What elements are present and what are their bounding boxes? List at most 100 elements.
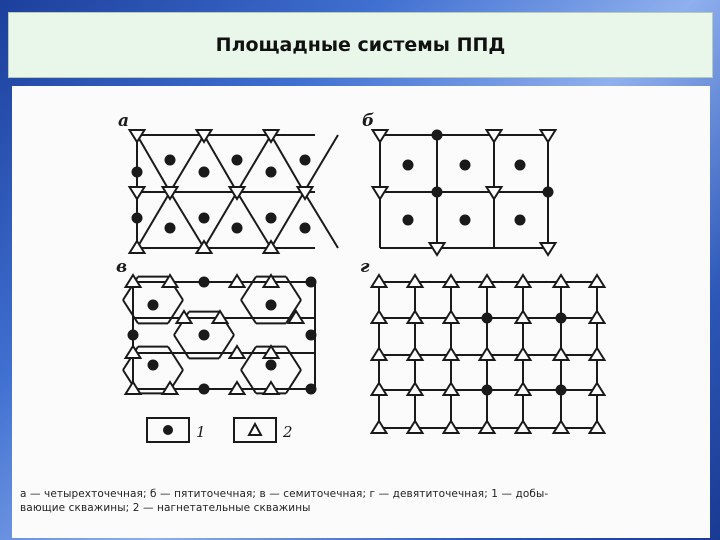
pattern-g-injector bbox=[405, 381, 425, 396]
pattern-g-injector bbox=[513, 273, 533, 288]
pattern-g-injector bbox=[441, 346, 461, 361]
legend-producer-number: 1 bbox=[196, 423, 206, 441]
pattern-a-line bbox=[303, 191, 339, 249]
pattern-b-injector bbox=[484, 186, 504, 201]
pattern-b-injector bbox=[538, 129, 558, 144]
pattern-g-injector bbox=[587, 273, 607, 288]
pattern-a-injector bbox=[261, 239, 281, 254]
pattern-v-line bbox=[167, 346, 184, 371]
pattern-a-injector bbox=[194, 239, 214, 254]
pattern-b-injector bbox=[484, 129, 504, 144]
pattern-a-injector bbox=[261, 129, 281, 144]
pattern-b-producer bbox=[431, 186, 443, 198]
pattern-v-producer bbox=[265, 359, 277, 371]
pattern-g-injector bbox=[369, 309, 389, 324]
legend-injector-box bbox=[233, 417, 277, 443]
pattern-v-injector bbox=[227, 273, 247, 288]
pattern-v-producer bbox=[198, 329, 210, 341]
pattern-g-injector bbox=[513, 309, 533, 324]
slide-title-bar: Площадные системы ППД bbox=[8, 12, 713, 78]
pattern-v-producer bbox=[198, 383, 210, 395]
pattern-v-injector bbox=[174, 309, 194, 324]
pattern-v-line bbox=[240, 299, 257, 324]
pattern-g-injector bbox=[477, 273, 497, 288]
pattern-a-line bbox=[236, 134, 272, 193]
pattern-g-injector bbox=[405, 346, 425, 361]
pattern-v-line bbox=[167, 299, 184, 324]
pattern-g-injector bbox=[405, 273, 425, 288]
pattern-b-producer bbox=[402, 214, 414, 226]
pattern-b-producer bbox=[514, 214, 526, 226]
pattern-b-injector bbox=[370, 186, 390, 201]
pattern-a-producer bbox=[164, 222, 176, 234]
pattern-a-injector bbox=[194, 129, 214, 144]
pattern-g-injector bbox=[513, 419, 533, 434]
pattern-v-line bbox=[218, 334, 235, 359]
pattern-v-producer bbox=[305, 276, 317, 288]
pattern-g-injector bbox=[513, 346, 533, 361]
pattern-v-injector bbox=[210, 309, 230, 324]
pattern-g-injector bbox=[477, 346, 497, 361]
pattern-g-producer bbox=[481, 312, 493, 324]
pattern-a-line bbox=[203, 134, 238, 193]
pattern-g-injector bbox=[369, 381, 389, 396]
pattern-a-producer bbox=[231, 154, 243, 166]
pattern-v-line bbox=[240, 346, 257, 371]
pattern-v-injector bbox=[227, 344, 247, 359]
pattern-a-line bbox=[270, 134, 305, 193]
pattern-a-line bbox=[236, 191, 272, 249]
pattern-b-injector bbox=[427, 242, 447, 257]
pattern-g-injector bbox=[441, 419, 461, 434]
pattern-v-producer bbox=[305, 329, 317, 341]
pattern-g-injector bbox=[369, 273, 389, 288]
label-a: а bbox=[118, 111, 129, 131]
pattern-a-line bbox=[169, 191, 205, 249]
pattern-v-producer bbox=[147, 299, 159, 311]
pattern-g-injector bbox=[587, 309, 607, 324]
pattern-a-producer bbox=[164, 154, 176, 166]
pattern-g-injector bbox=[513, 381, 533, 396]
pattern-v-injector bbox=[123, 380, 143, 395]
pattern-a-line bbox=[203, 191, 238, 249]
pattern-v-line bbox=[285, 369, 302, 394]
legend-producer-box bbox=[146, 417, 190, 443]
figure-caption: а — четырехточечная; б — пятиточечная; в… bbox=[20, 487, 700, 515]
pattern-v-line bbox=[173, 334, 190, 359]
pattern-v-line bbox=[285, 276, 302, 301]
slide-title: Площадные системы ППД bbox=[215, 34, 506, 56]
pattern-v-producer bbox=[147, 359, 159, 371]
pattern-a-producer bbox=[131, 166, 143, 178]
legend-producer-icon bbox=[163, 425, 173, 435]
pattern-a-line bbox=[136, 134, 171, 193]
pattern-b-producer bbox=[459, 159, 471, 171]
pattern-v-injector bbox=[261, 273, 281, 288]
pattern-g-producer bbox=[555, 312, 567, 324]
pattern-b-producer bbox=[402, 159, 414, 171]
pattern-b-injector bbox=[370, 129, 390, 144]
pattern-v-line bbox=[285, 346, 302, 371]
label-b: б bbox=[362, 111, 374, 131]
pattern-a-line bbox=[169, 134, 205, 193]
pattern-a-producer bbox=[265, 212, 277, 224]
pattern-v-injector bbox=[261, 380, 281, 395]
pattern-a-producer bbox=[265, 166, 277, 178]
caption-line-1: а — четырехточечная; б — пятиточечная; в… bbox=[20, 488, 549, 500]
pattern-g-injector bbox=[405, 419, 425, 434]
pattern-a-injector bbox=[160, 186, 180, 201]
pattern-g-injector bbox=[587, 419, 607, 434]
pattern-g-injector bbox=[369, 346, 389, 361]
pattern-a-producer bbox=[198, 166, 210, 178]
pattern-a-injector bbox=[127, 239, 147, 254]
pattern-v-producer bbox=[265, 299, 277, 311]
pattern-g-injector bbox=[551, 419, 571, 434]
pattern-v-line bbox=[122, 299, 139, 324]
label-g: г bbox=[360, 257, 370, 277]
pattern-b-injector bbox=[538, 242, 558, 257]
pattern-a-injector bbox=[295, 186, 315, 201]
pattern-a-line bbox=[270, 191, 305, 249]
pattern-a-line bbox=[303, 134, 339, 193]
legend-injector-icon bbox=[247, 421, 263, 436]
pattern-v-injector bbox=[261, 344, 281, 359]
pattern-g-injector bbox=[551, 346, 571, 361]
